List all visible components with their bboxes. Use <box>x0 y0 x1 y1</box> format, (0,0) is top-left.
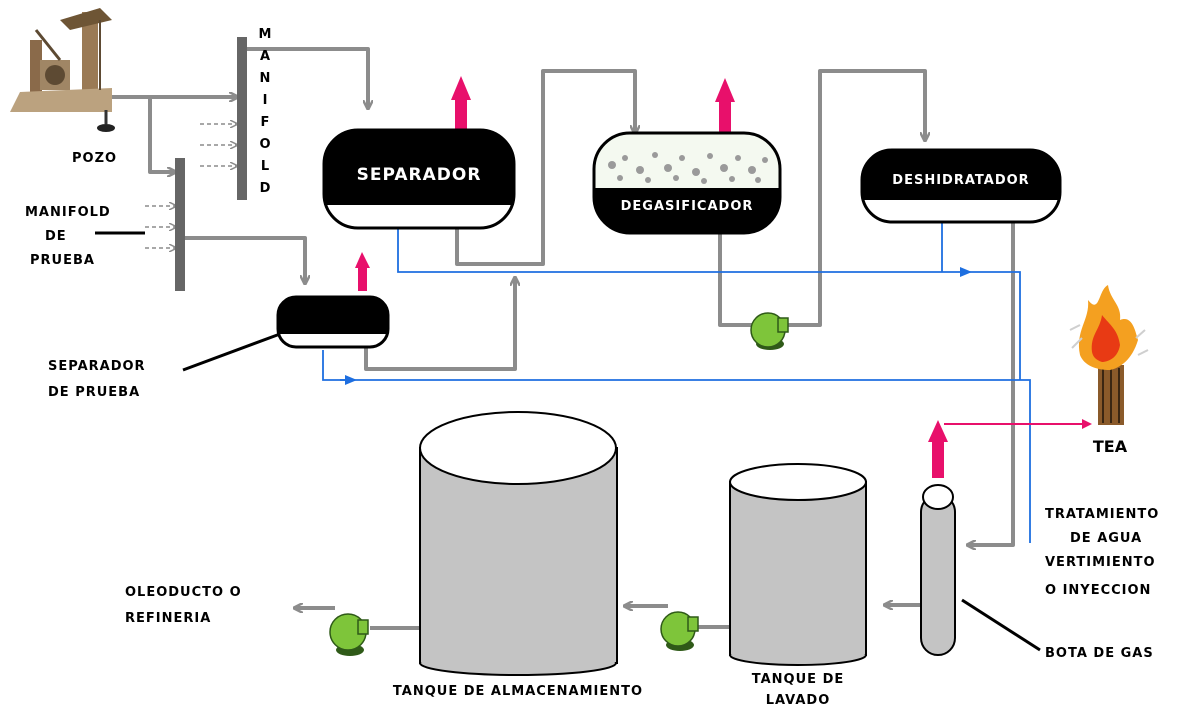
label-separador-prueba-2: DE PRUEBA <box>48 385 140 400</box>
test-separator-pointer <box>182 332 281 372</box>
gas-arrow-gas-boot <box>928 420 948 478</box>
gas-arrow-degasifier <box>715 78 735 137</box>
label-tanque-lavado-1: TANQUE DE <box>752 672 844 687</box>
test-manifold-bar <box>175 158 185 291</box>
label-manifold-prueba-2: DE <box>45 229 67 244</box>
label-oleoducto-2: REFINERIA <box>125 611 211 626</box>
label-bota-gas: BOTA DE GAS <box>1045 646 1154 661</box>
manifold-bar <box>237 37 247 200</box>
gas-outlets <box>355 76 1092 478</box>
label-deshidratador: DESHIDRATADOR <box>892 173 1029 188</box>
gas-arrow-separator <box>451 76 471 135</box>
manifold-letter: D <box>260 181 271 196</box>
label-tratamiento-2: DE AGUA <box>1070 531 1142 546</box>
gas-boot-pointer <box>961 598 1041 652</box>
manifold-letter: M <box>259 27 272 42</box>
oil-pipes <box>112 47 1015 630</box>
label-tea: TEA <box>1093 437 1128 456</box>
flare-icon <box>1069 285 1149 425</box>
gas-boot <box>920 484 956 656</box>
label-pozo: POZO <box>72 151 117 166</box>
label-tanque-almacenamiento: TANQUE DE ALMACENAMIENTO <box>393 684 643 699</box>
manifold-letter: L <box>261 159 269 174</box>
label-separador: SEPARADOR <box>357 165 482 185</box>
manifold-letter: I <box>263 93 268 108</box>
label-manifold-prueba-3: PRUEBA <box>30 253 95 268</box>
label-tanque-lavado-2: LAVADO <box>766 693 831 706</box>
manifold-letter: A <box>260 49 270 64</box>
label-degasificador: DEGASIFICADOR <box>621 199 754 214</box>
label-tratamiento-3: VERTIMIENTO <box>1045 555 1156 570</box>
pump-icon <box>750 312 789 350</box>
pump-icon <box>660 611 699 651</box>
water-lines <box>322 220 1031 543</box>
wash-tank <box>729 463 867 666</box>
pump-icon <box>329 613 369 656</box>
degasifier-vessel <box>592 131 782 235</box>
manifold-letter: F <box>261 115 270 130</box>
gas-arrow-test-separator <box>355 252 370 291</box>
label-manifold-prueba-1: MANIFOLD <box>25 205 111 220</box>
label-oleoducto-1: OLEODUCTO O <box>125 585 242 600</box>
label-separador-prueba-1: SEPARADOR <box>48 359 146 374</box>
label-tratamiento-4: O INYECCION <box>1045 583 1151 598</box>
storage-tank <box>419 411 618 676</box>
svg-text:MANIFOLD: MANIFOLD <box>259 27 272 196</box>
label-tratamiento-1: TRATAMIENTO <box>1045 507 1159 522</box>
manifold-letter: O <box>259 137 270 152</box>
manifold-inlets <box>145 124 236 248</box>
pumpjack-icon <box>10 8 115 132</box>
test-separator-vessel <box>276 295 390 349</box>
dehydrator-vessel <box>860 148 1062 224</box>
separator-vessel <box>322 128 516 230</box>
manifold-letter: N <box>260 71 271 86</box>
